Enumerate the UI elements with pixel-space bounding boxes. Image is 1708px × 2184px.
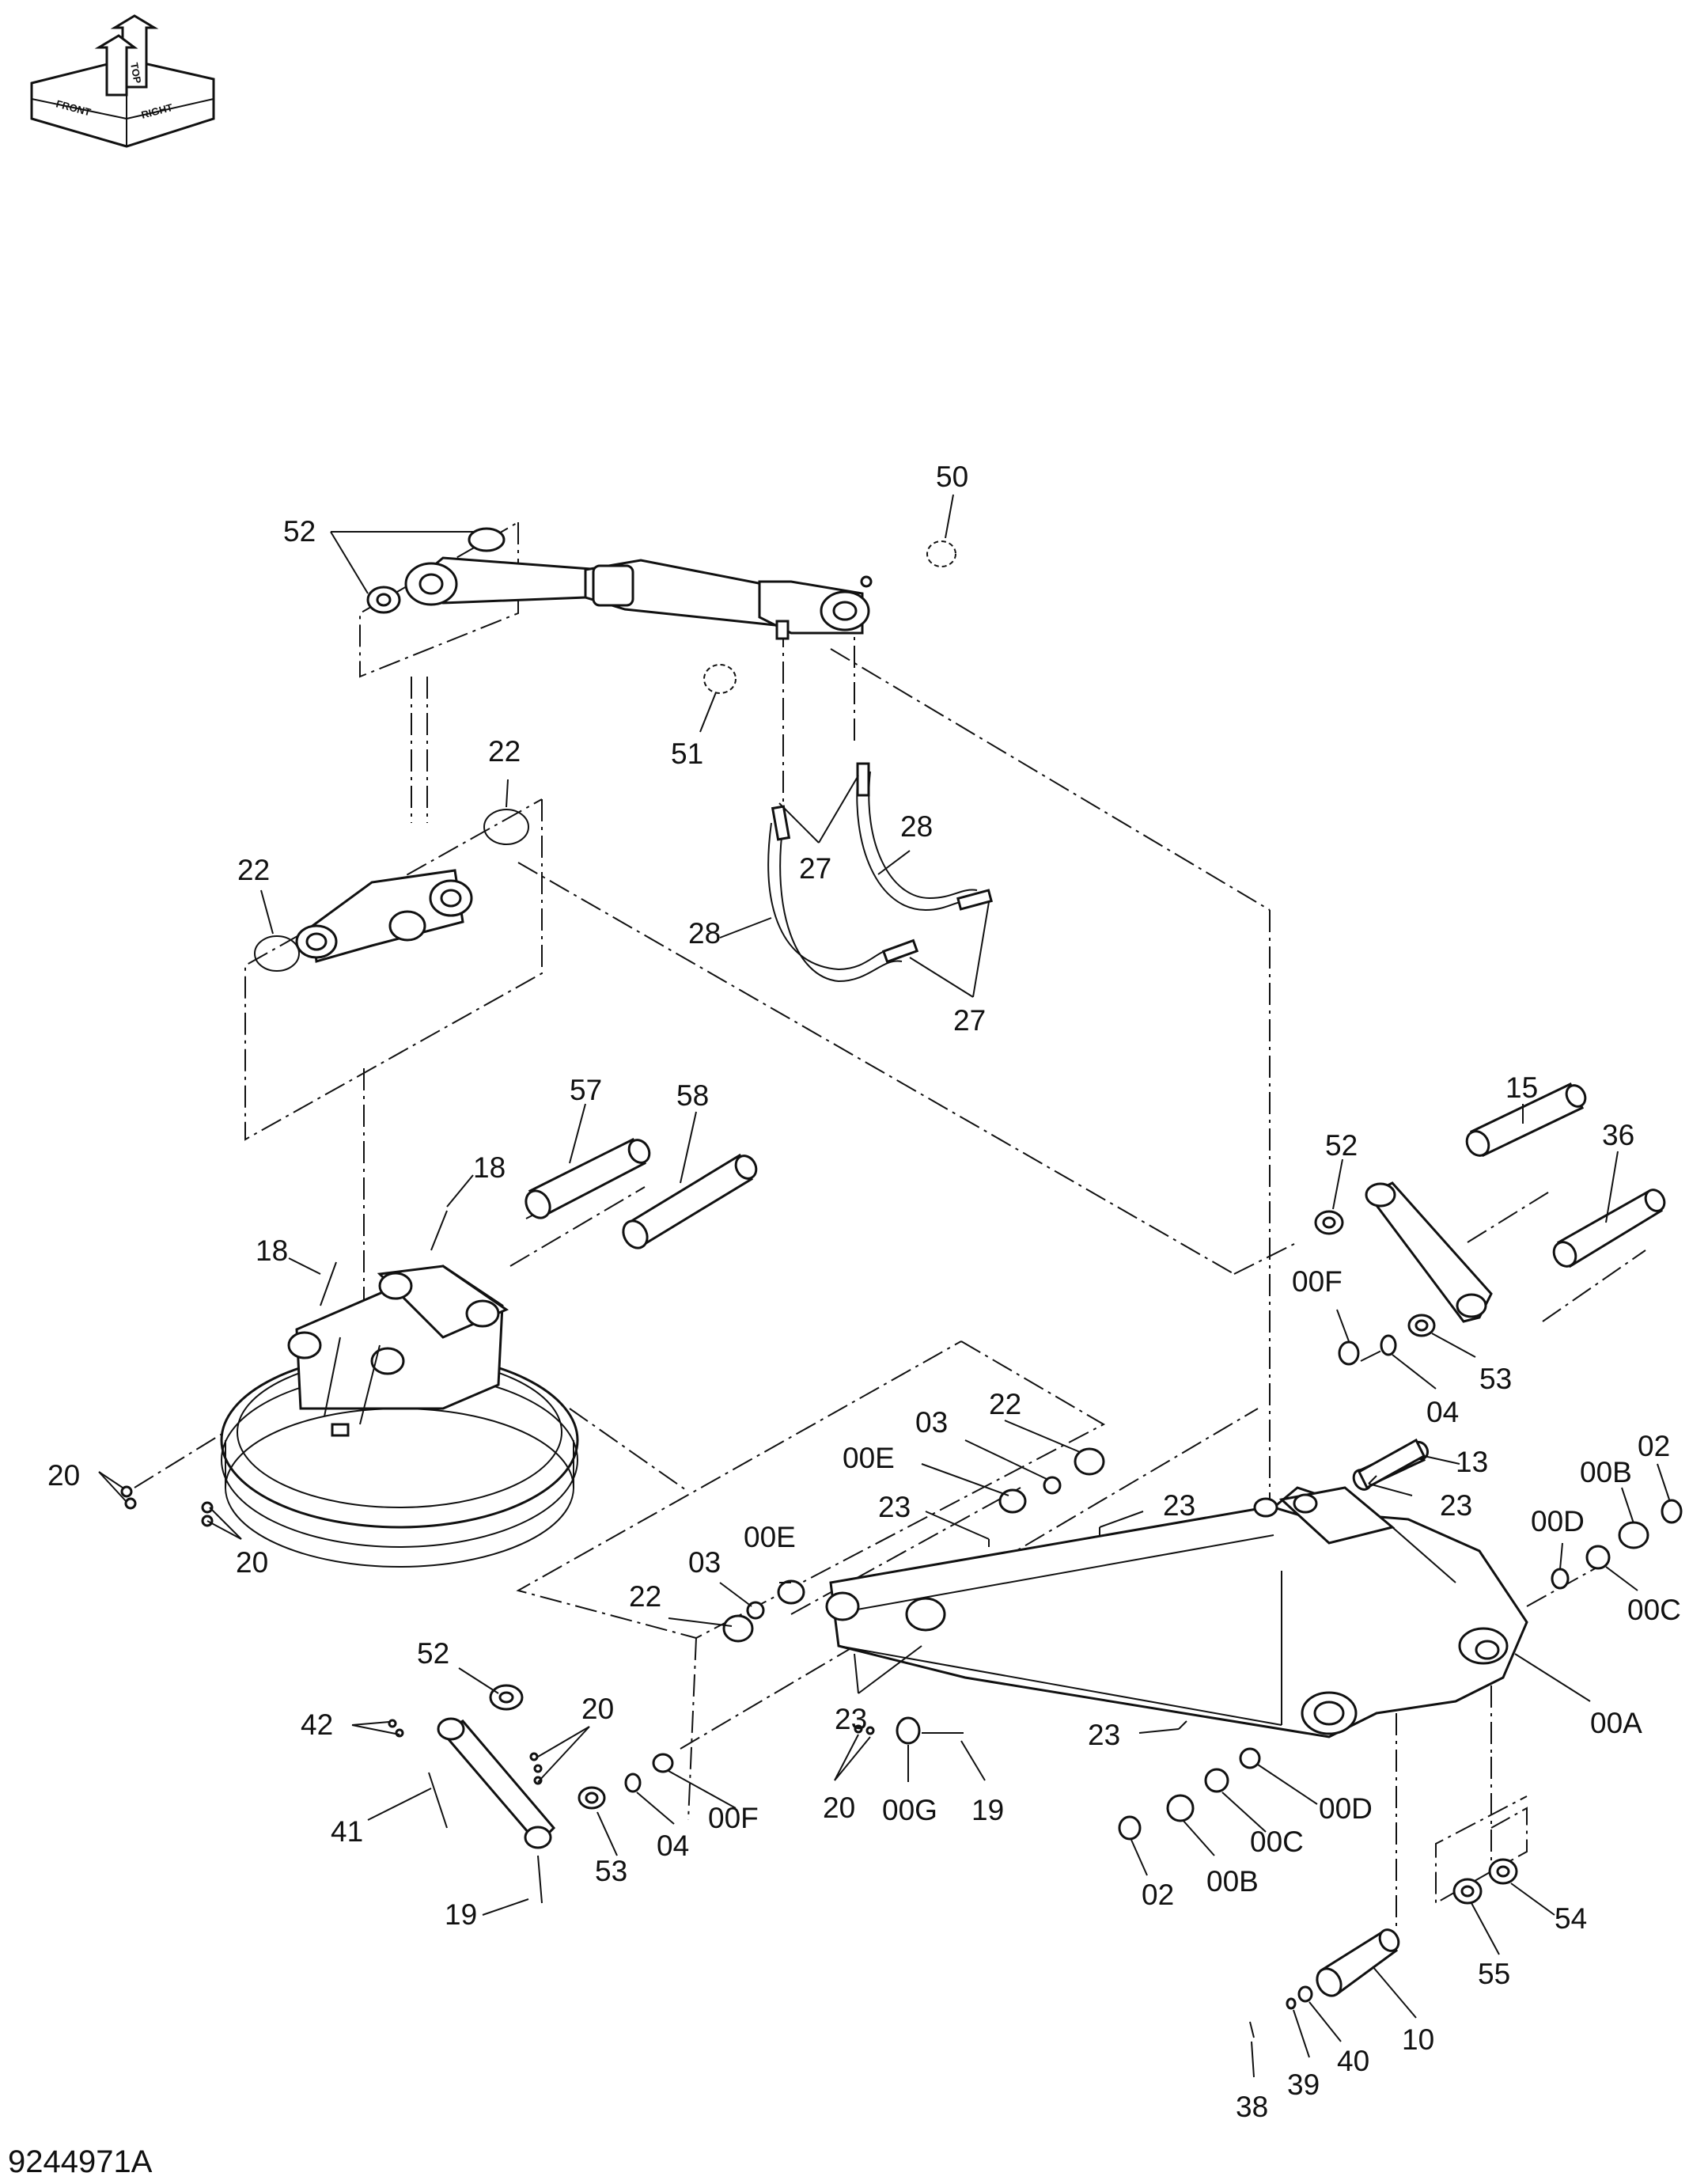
callout-23-e: 23	[1088, 1719, 1120, 1751]
boom-bushings	[722, 1440, 1683, 1841]
callout-19-lower: 19	[445, 1898, 477, 1931]
callout-22-center: 22	[989, 1388, 1021, 1420]
callout-00E-lower: 00E	[744, 1521, 796, 1553]
callout-55: 55	[1478, 1958, 1510, 1990]
callout-40: 40	[1337, 2045, 1369, 2077]
callout-03-lower: 03	[688, 1546, 721, 1579]
callout-02-right: 02	[1638, 1430, 1670, 1462]
callout-00B-lower: 00B	[1206, 1865, 1259, 1898]
callout-04-lower: 04	[657, 1829, 689, 1862]
orientation-top-label: TOP	[128, 62, 143, 85]
callout-23-d: 23	[835, 1703, 867, 1735]
callout-04-right: 04	[1426, 1396, 1459, 1428]
pins-57-58	[525, 1137, 758, 1249]
callout-22-left: 22	[237, 854, 270, 886]
callout-41: 41	[331, 1815, 363, 1848]
callout-22-lower: 22	[629, 1580, 661, 1613]
assembly-reference-lines	[134, 521, 1646, 1931]
callout-52-right: 52	[1325, 1129, 1358, 1162]
callout-27-lower: 27	[953, 1004, 986, 1037]
orientation-icon: FRONT RIGHT TOP	[30, 14, 215, 148]
callout-03-upper: 03	[915, 1406, 948, 1439]
callout-00D-right: 00D	[1531, 1505, 1585, 1538]
callout-58: 58	[676, 1079, 709, 1112]
hydraulic-cylinder	[404, 527, 956, 694]
callout-18-right: 18	[473, 1151, 506, 1184]
callout-52-top: 52	[283, 515, 316, 548]
callout-23-c: 23	[1440, 1489, 1472, 1522]
callout-00G: 00G	[882, 1794, 937, 1826]
callout-28-lower: 28	[688, 917, 721, 950]
bolts-18	[320, 1210, 448, 1306]
callout-38: 38	[1236, 2091, 1268, 2123]
callout-36: 36	[1602, 1119, 1634, 1151]
callout-00F-lower: 00F	[708, 1802, 759, 1834]
callout-23-a: 23	[878, 1491, 911, 1523]
boom-frame	[825, 1486, 1528, 1738]
callout-00C-lower: 00C	[1250, 1826, 1304, 1858]
callout-13: 13	[1456, 1446, 1488, 1478]
callout-53-right: 53	[1479, 1363, 1512, 1395]
callout-50: 50	[936, 461, 968, 493]
callout-00D-lower: 00D	[1319, 1792, 1373, 1825]
nuts-20-left	[120, 1485, 214, 1527]
right-link-assembly	[1314, 1083, 1666, 1366]
callout-18-left: 18	[256, 1234, 288, 1267]
lower-right-pin-10	[1249, 1858, 1518, 2038]
center-fitting-00G	[854, 1716, 964, 1745]
callout-52-lower: 52	[417, 1637, 449, 1670]
lower-lever-assembly	[388, 1684, 674, 1904]
callout-28-upper: 28	[900, 810, 933, 843]
callout-19-center: 19	[971, 1794, 1004, 1826]
link-assembly-22	[254, 809, 529, 972]
callout-53-lower: 53	[595, 1855, 627, 1887]
callout-00B-right: 00B	[1580, 1456, 1632, 1488]
callout-22-upper: 22	[488, 735, 521, 768]
callout-00C-right: 00C	[1627, 1594, 1681, 1626]
callout-02-lower: 02	[1142, 1879, 1174, 1911]
washer-52-top	[366, 586, 401, 614]
callout-51: 51	[671, 737, 703, 770]
callout-20-left-upper: 20	[47, 1459, 80, 1492]
callout-20-center: 20	[823, 1792, 855, 1824]
callout-labels: 50 52 51 22 22 27 28 28 27 57 58 18 18 1…	[47, 461, 1681, 2123]
callout-42: 42	[301, 1708, 333, 1741]
callout-00F-right: 00F	[1292, 1265, 1343, 1298]
callout-27-upper: 27	[799, 852, 831, 885]
leader-lines	[98, 494, 1670, 2078]
callout-20-lower-lever: 20	[581, 1693, 614, 1725]
callout-20-left-lower: 20	[236, 1546, 268, 1579]
hydraulic-hoses	[767, 762, 993, 983]
callout-57: 57	[570, 1074, 602, 1106]
idler-wheel-bracket	[220, 1265, 579, 1568]
callout-15: 15	[1505, 1071, 1538, 1104]
document-id: 9244971A	[8, 2144, 153, 2179]
callout-10: 10	[1402, 2023, 1434, 2056]
callout-54: 54	[1555, 1902, 1587, 1935]
callout-00A: 00A	[1590, 1707, 1642, 1739]
callout-00E-upper: 00E	[843, 1442, 895, 1474]
callout-23-b: 23	[1163, 1489, 1195, 1522]
callout-39: 39	[1287, 2068, 1320, 2101]
